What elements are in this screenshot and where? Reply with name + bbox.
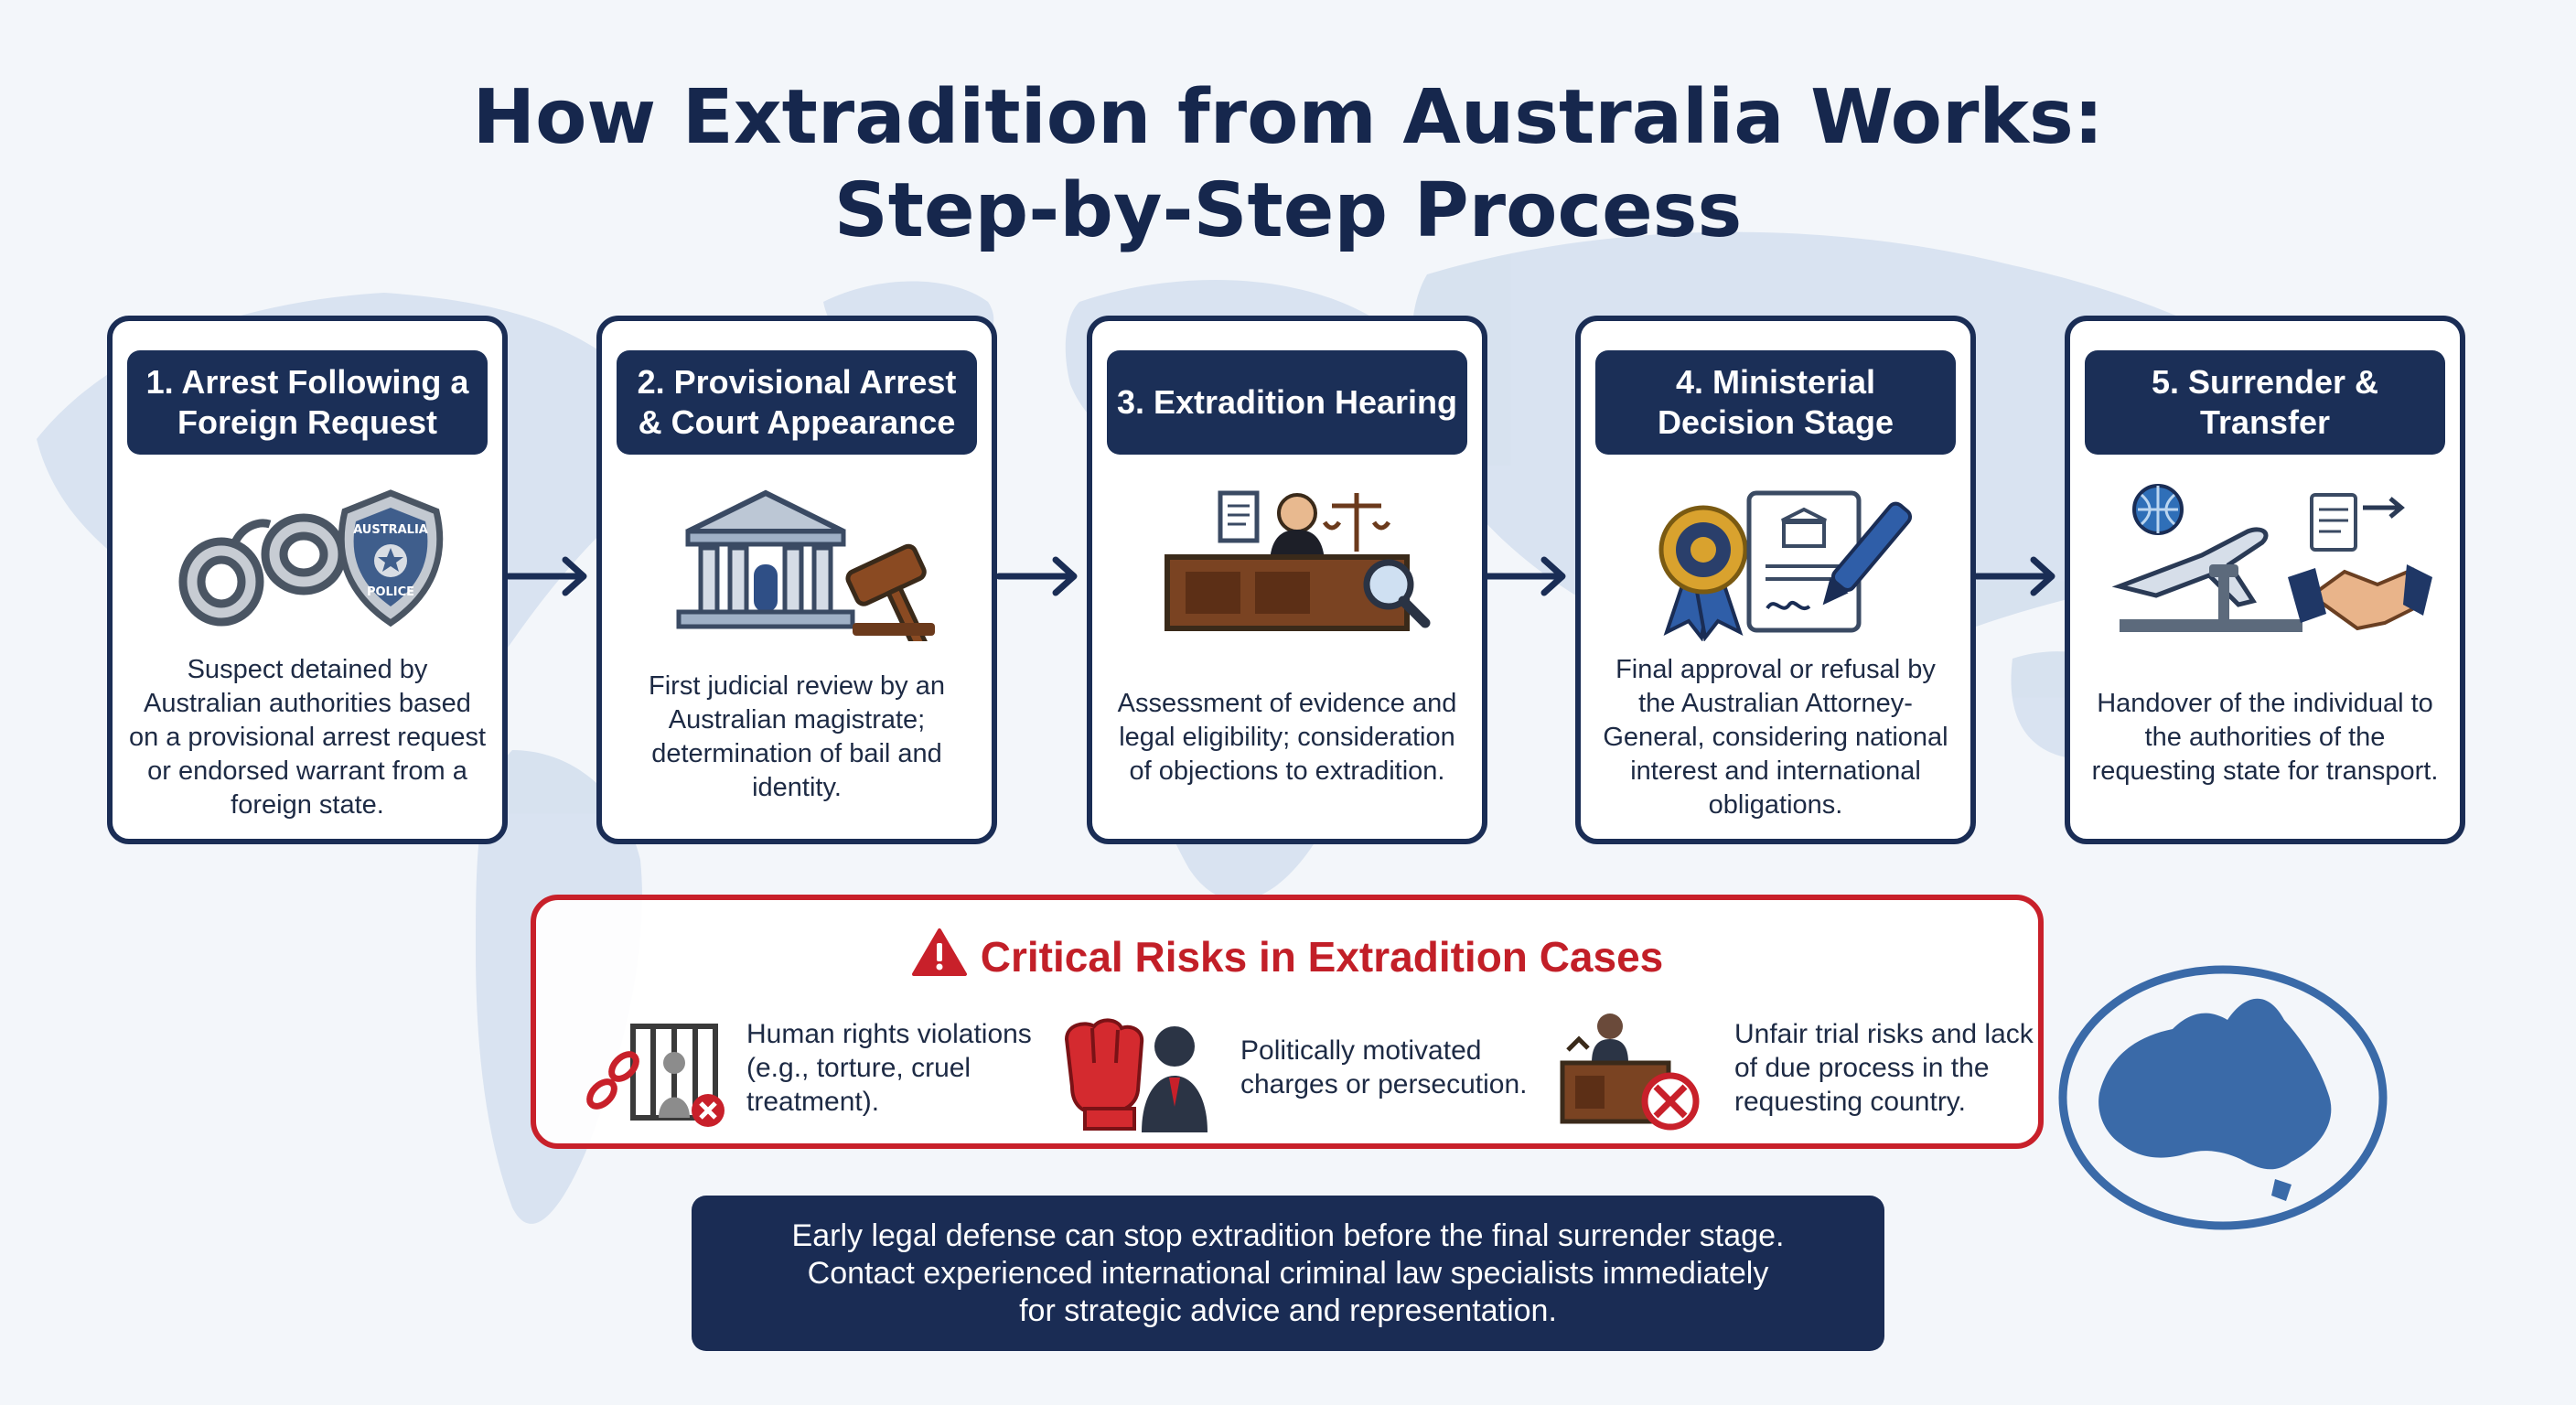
step-heading-2: 2. Provisional Arrest & Court Appearance xyxy=(617,350,977,455)
risks-title-text: Critical Risks in Extradition Cases xyxy=(980,933,1664,981)
risk-text-1: Human rights violations (e.g., torture, … xyxy=(746,1018,1032,1117)
airplane-handshake-icon xyxy=(2092,477,2438,971)
arrow-right-icon xyxy=(995,556,1078,596)
raised-fist-person-icon xyxy=(1064,1018,1208,1132)
risk-text-3: Unfair trial risks and lack of due proce… xyxy=(1734,1018,2034,1117)
arrow-right-icon xyxy=(1973,556,2055,596)
courthouse-gavel-icon xyxy=(624,477,970,971)
step-heading-1: 1. Arrest Following a Foreign Request xyxy=(127,350,488,455)
cta-line-2: Contact experienced international crimin… xyxy=(807,1255,1769,1291)
risk-item-1: Human rights violations (e.g., torture, … xyxy=(564,999,1039,1136)
step-heading-5: 5. Surrender & Transfer xyxy=(2085,350,2445,455)
judge-bench-scales-icon xyxy=(1114,477,1460,971)
seal-document-pen-icon xyxy=(1603,477,1948,971)
step-card-5: 5. Surrender & Transfer Handover of the … xyxy=(2065,316,2465,844)
handcuffs-police-badge-icon: AUSTRALIA POLICE xyxy=(134,477,480,971)
badge-text-top: AUSTRALIA xyxy=(353,523,428,537)
step-description-1: Suspect detained by Australian authoriti… xyxy=(128,654,487,820)
badge-text-bottom: POLICE xyxy=(367,585,414,599)
risk-item-3: Unfair trial risks and lack of due proce… xyxy=(1551,999,2034,1136)
step-card-4: 4. Ministerial Decision Stage Final appr… xyxy=(1575,316,1976,844)
risk-text-2: Politically motivated charges or persecu… xyxy=(1240,1035,1528,1099)
arrow-right-icon xyxy=(505,556,587,596)
australia-map-icon xyxy=(2058,965,2388,1230)
step-description-4: Final approval or refusal by the Austral… xyxy=(1603,654,1948,820)
arrow-right-icon xyxy=(1484,556,1566,596)
page-title: How Extradition from Australia Works: St… xyxy=(0,71,2576,258)
warning-triangle-icon xyxy=(911,928,967,976)
critical-risks-panel: Critical Risks in Extradition Cases Huma… xyxy=(531,895,2044,1149)
call-to-action-banner: Early legal defense can stop extradition… xyxy=(692,1196,1884,1351)
step-description-5: Handover of the individual to the author… xyxy=(2091,688,2439,786)
title-line-2: Step-by-Step Process xyxy=(833,167,1743,254)
step-card-2: 2. Provisional Arrest & Court Appearance… xyxy=(596,316,997,844)
step-heading-4: 4. Ministerial Decision Stage xyxy=(1595,350,1956,455)
cta-line-3: for strategic advice and representation. xyxy=(1019,1292,1557,1328)
step-description-2: First judicial review by an Australian m… xyxy=(649,671,945,802)
risks-title: Critical Risks in Extradition Cases xyxy=(536,928,2038,981)
title-line-1: How Extradition from Australia Works: xyxy=(472,74,2104,161)
risk-item-2: Politically motivated charges or persecu… xyxy=(1057,999,1533,1136)
step-card-3: 3. Extradition Hearing Assessment of evi… xyxy=(1087,316,1487,844)
step-heading-3: 3. Extradition Hearing xyxy=(1107,350,1467,455)
courtroom-prohibited-icon xyxy=(1560,1014,1700,1131)
prison-broken-chain-icon xyxy=(586,1024,724,1127)
step-card-1: 1. Arrest Following a Foreign Request AU… xyxy=(107,316,508,844)
step-description-3: Assessment of evidence and legal eligibi… xyxy=(1117,688,1457,786)
cta-line-1: Early legal defense can stop extradition… xyxy=(791,1217,1785,1253)
